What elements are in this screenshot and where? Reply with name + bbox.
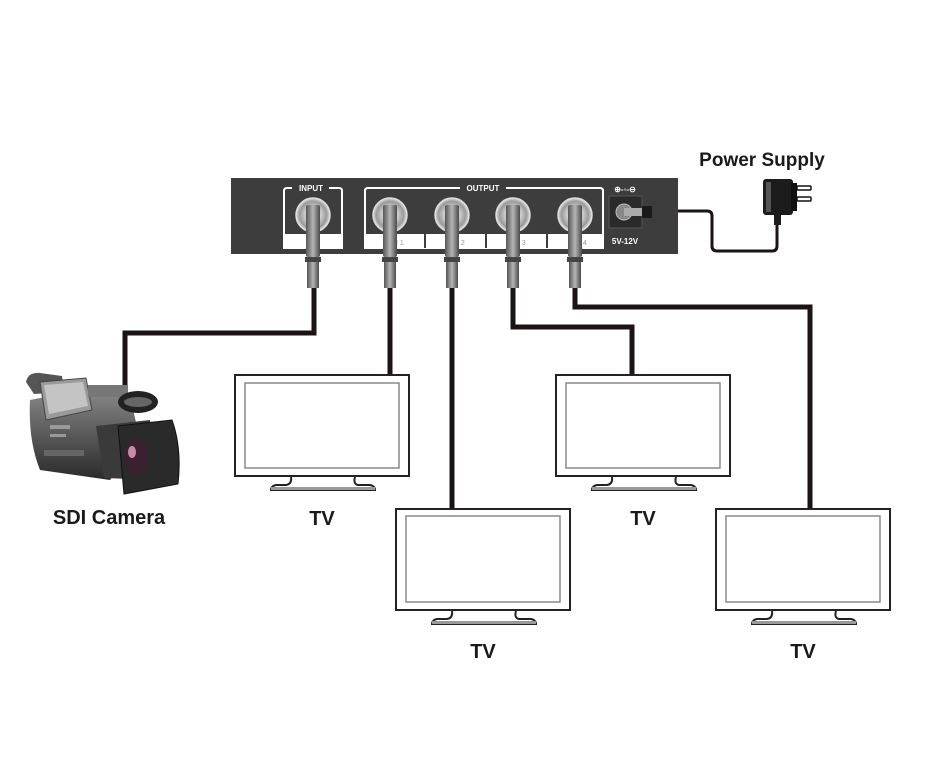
- sdi3-cable: [510, 288, 635, 376]
- tv-2: TV: [395, 508, 571, 663]
- bnc-plug-input: [305, 205, 321, 288]
- camera-label: SDI Camera: [53, 507, 166, 529]
- bnc-plug-sdi2: [444, 205, 460, 288]
- output-label: OUTPUT: [467, 184, 500, 193]
- bnc-plugs: [305, 205, 583, 288]
- bnc-plug-sdi4: [567, 205, 583, 288]
- tv-3: TV: [555, 374, 731, 530]
- power-polarity-symbol: ⊕-◦-⊖: [614, 185, 636, 194]
- bnc-plug-sdi1: [382, 205, 398, 288]
- power-supply-label: Power Supply: [699, 150, 825, 171]
- voltage-label: 5V-12V: [612, 237, 639, 246]
- tv-4-label: TV: [790, 641, 816, 663]
- sdi4-cable: [572, 288, 813, 509]
- tv-1-label: TV: [309, 508, 335, 530]
- power-supply-adapter-icon: [763, 179, 812, 225]
- tv-4: TV: [715, 508, 891, 663]
- power-cable: [650, 209, 779, 253]
- cables: [122, 209, 813, 509]
- tv-2-label: TV: [470, 641, 496, 663]
- tv-3-label: TV: [630, 508, 656, 530]
- input-label: INPUT: [299, 184, 323, 193]
- sdi-camera-icon: [26, 372, 180, 495]
- bnc-plug-sdi3: [505, 205, 521, 288]
- camera-cable: [122, 288, 317, 392]
- tv-1: TV: [234, 374, 410, 530]
